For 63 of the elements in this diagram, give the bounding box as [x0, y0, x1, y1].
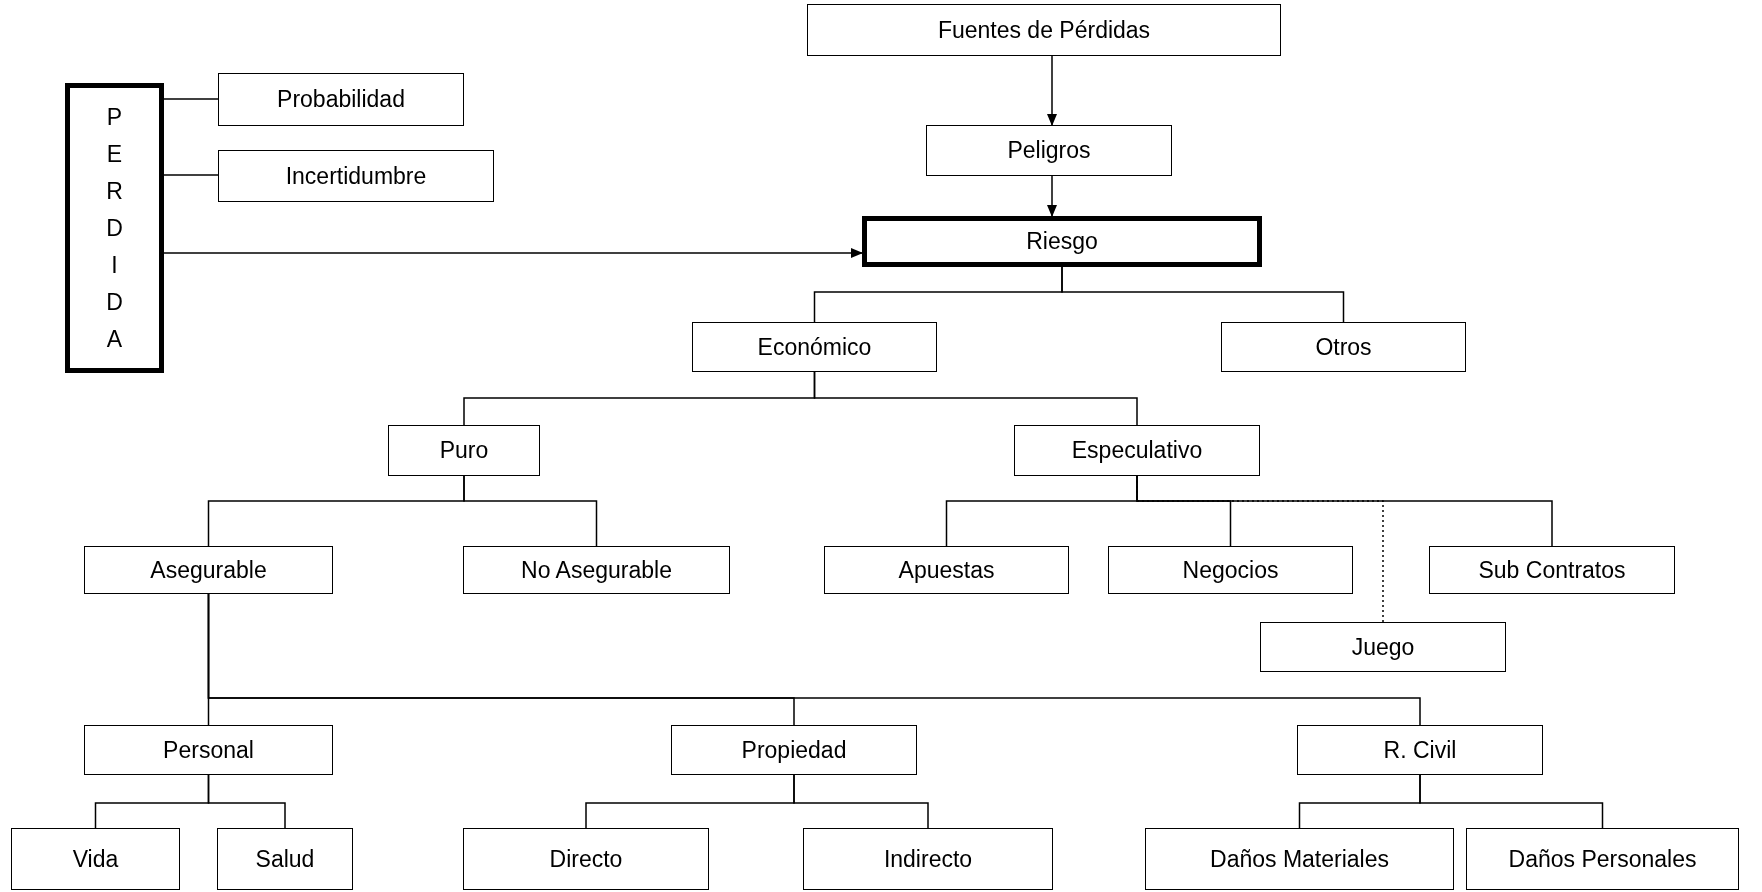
process-box: [11, 828, 180, 890]
box-label: Juego: [1351, 632, 1415, 662]
connector-line: [813, 371, 1138, 426]
process-box: [218, 150, 494, 202]
box-label: Puro: [439, 436, 489, 465]
arrow: [163, 248, 863, 258]
box-label: Directo: [549, 844, 623, 874]
process-box: [862, 216, 1262, 267]
connector-line: [793, 774, 929, 829]
vertical-label-box: [65, 83, 164, 373]
process-box: [1108, 546, 1353, 594]
box-label: Especulativo: [1071, 436, 1203, 465]
process-box: [692, 322, 937, 372]
box-label: Riesgo: [1026, 227, 1098, 256]
process-box: [84, 546, 333, 594]
box-label: Vida: [72, 844, 119, 874]
box-label: Económico: [757, 332, 872, 362]
process-box: [926, 125, 1172, 176]
process-box: [1221, 322, 1466, 372]
box-label: Probabilidad: [277, 85, 405, 114]
process-box: [1145, 828, 1454, 890]
process-box: [1466, 828, 1739, 890]
process-box: [1014, 425, 1260, 476]
connector-line: [207, 593, 1421, 726]
connector-line: [207, 774, 286, 829]
box-label: Indirecto: [883, 844, 973, 874]
box-label: Apuestas: [898, 555, 995, 585]
box-label: Otros: [1315, 332, 1372, 362]
box-label: PERDIDA: [105, 102, 124, 354]
connector-line: [163, 174, 219, 176]
box-label: Salud: [255, 844, 315, 874]
box-label: R. Civil: [1383, 735, 1457, 765]
process-box: [671, 725, 917, 775]
process-box: [218, 73, 464, 126]
process-box: [388, 425, 540, 476]
connector-line: [463, 475, 598, 547]
box-label: Fuentes de Pérdidas: [937, 15, 1151, 45]
box-label: Sub Contratos: [1478, 555, 1626, 585]
arrow: [1047, 55, 1057, 126]
box-label: No Asegurable: [521, 555, 672, 585]
box-label: Daños Personales: [1508, 844, 1697, 874]
process-box: [807, 4, 1281, 56]
box-label: Incertidumbre: [285, 161, 427, 191]
process-box: [84, 725, 333, 775]
box-label: Propiedad: [741, 735, 847, 765]
process-box: [1297, 725, 1543, 775]
box-label: Daños Materiales: [1210, 844, 1389, 874]
process-box: [1260, 622, 1506, 672]
process-box: [463, 828, 709, 890]
connector-line: [1419, 774, 1604, 829]
box-label: Peligros: [1007, 136, 1091, 165]
process-box: [824, 546, 1069, 594]
connector-line: [163, 98, 219, 100]
arrow: [1047, 175, 1057, 217]
box-label: Asegurable: [150, 555, 267, 585]
process-box: [1429, 546, 1675, 594]
process-box: [463, 546, 730, 594]
process-box: [217, 828, 353, 890]
connector-line: [1061, 266, 1345, 323]
box-label: Personal: [163, 735, 254, 765]
box-label: Negocios: [1182, 555, 1279, 585]
connector-line: [1136, 475, 1553, 547]
process-box: [803, 828, 1053, 890]
